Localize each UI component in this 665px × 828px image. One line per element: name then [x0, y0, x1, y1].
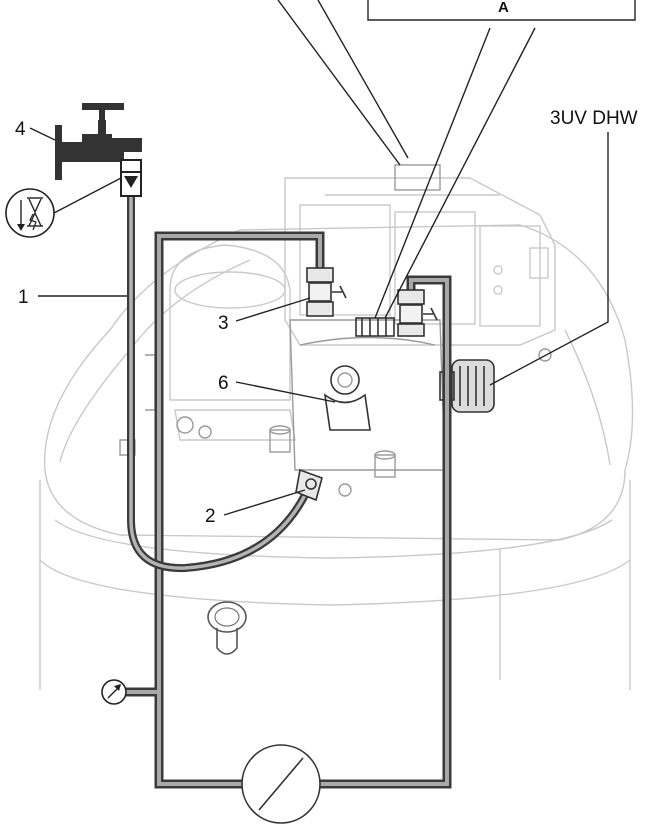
water-tap	[55, 103, 142, 180]
label-tap: 4	[15, 119, 26, 140]
backflow-preventer-icon	[5, 177, 122, 238]
top-leaders	[277, 0, 636, 319]
label-drain: 2	[205, 506, 216, 527]
boiler-cabinet	[39, 224, 634, 690]
pressure-gauge-icon	[101, 679, 127, 705]
label-box-top: A	[498, 0, 509, 16]
label-hose: 1	[18, 287, 29, 308]
label-valve: 3UV DHW	[550, 108, 638, 129]
flow-meter-icon	[241, 744, 321, 824]
label-connector: 3	[218, 313, 229, 334]
inspection-port	[207, 601, 247, 655]
label-pump: 6	[218, 373, 229, 394]
expansion-vessel	[145, 244, 296, 441]
pipe-fitting-left	[306, 267, 347, 317]
filling-hose	[127, 192, 309, 573]
pipe-fitting-right	[397, 289, 438, 337]
drain-fitting	[295, 468, 323, 502]
check-valve	[120, 159, 142, 197]
test-circuit-pipe	[114, 231, 452, 789]
